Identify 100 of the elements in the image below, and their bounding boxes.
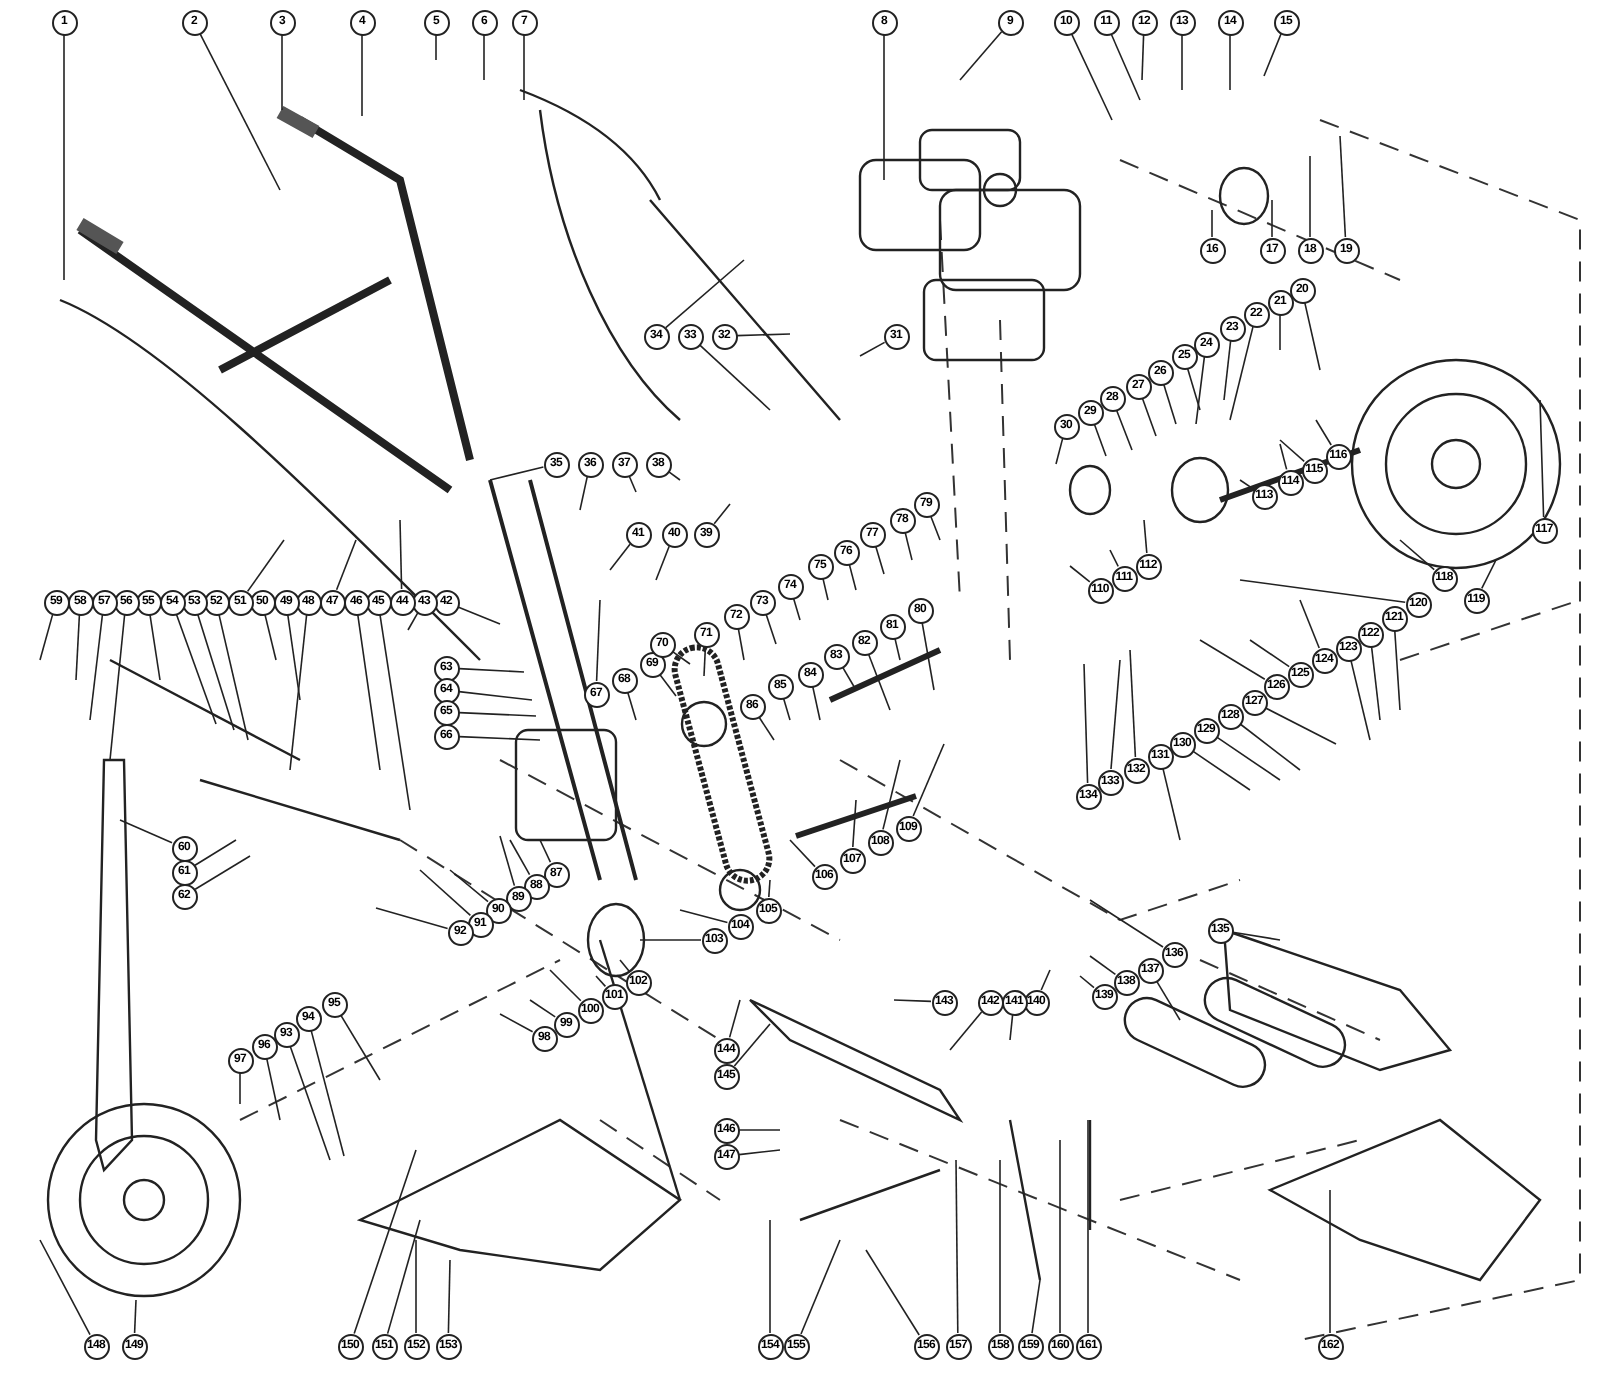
leader-line: [529, 999, 556, 1018]
leader-line: [800, 1239, 841, 1335]
leader-line: [1263, 33, 1282, 77]
leader-line: [852, 799, 857, 848]
leader-line: [627, 691, 637, 721]
leader-line: [665, 259, 745, 329]
leader-line: [415, 1239, 417, 1334]
leader-line: [549, 969, 582, 1002]
leader-line: [769, 1219, 771, 1334]
leader-line: [1195, 356, 1206, 425]
leader-line: [1271, 199, 1273, 238]
leader-line: [310, 1029, 345, 1157]
leader-line: [655, 545, 670, 581]
leader-line: [1155, 980, 1181, 1021]
leader-line: [912, 743, 945, 817]
leader-line: [736, 333, 791, 337]
leader-line: [435, 34, 437, 61]
leader-line: [930, 515, 941, 541]
leader-line: [841, 666, 857, 691]
leader-line: [499, 835, 516, 887]
leader-line: [133, 1299, 137, 1334]
leader-line: [628, 475, 637, 493]
leader-line: [1216, 736, 1281, 781]
leader-line: [1093, 423, 1107, 457]
leader-line: [1079, 975, 1095, 989]
leader-line: [109, 614, 126, 761]
leader-line: [1089, 899, 1164, 948]
leader-line: [1089, 955, 1117, 976]
leader-line: [671, 650, 691, 665]
leader-line: [199, 32, 281, 191]
leader-line: [904, 531, 913, 561]
leader-line: [1059, 1139, 1061, 1334]
leader-line: [1163, 383, 1177, 425]
leader-line: [357, 614, 381, 771]
leader-line: [1329, 1189, 1331, 1334]
leader-line: [1239, 723, 1301, 771]
leader-line: [792, 597, 801, 621]
leader-line: [39, 1239, 91, 1336]
leader-line: [782, 697, 791, 721]
leader-line: [1192, 750, 1251, 791]
leader-line: [194, 839, 237, 866]
leader-line: [447, 1259, 451, 1334]
leader-line: [1110, 659, 1121, 770]
leader-line: [1539, 399, 1545, 518]
leader-line: [335, 539, 357, 591]
leader-line: [457, 606, 501, 625]
leader-line: [698, 344, 771, 411]
leader-line: [175, 613, 217, 725]
leader-line: [1315, 419, 1332, 446]
leader-line: [1481, 559, 1497, 590]
leader-line: [789, 839, 816, 868]
leader-line: [1229, 325, 1254, 421]
leader-line: [1070, 33, 1113, 121]
leader-line: [679, 909, 729, 924]
leader-line: [375, 907, 449, 930]
leader-line: [509, 839, 531, 876]
leader-line: [1339, 135, 1347, 238]
leader-line: [1264, 707, 1337, 745]
leader-line: [1394, 630, 1401, 711]
leader-line: [1229, 34, 1231, 91]
leader-line: [959, 31, 1003, 81]
leader-line: [39, 613, 54, 661]
leader-line: [859, 341, 886, 357]
leader-line: [1399, 539, 1435, 571]
leader-line: [379, 614, 411, 811]
leader-line: [1040, 969, 1051, 991]
leader-line: [1087, 1119, 1089, 1334]
leader-line: [738, 1149, 781, 1156]
leader-line: [1350, 659, 1371, 741]
leader-line: [1232, 931, 1281, 941]
leader-line: [1162, 767, 1181, 841]
leader-line: [848, 563, 857, 591]
leader-line: [449, 869, 489, 903]
leader-line: [1181, 34, 1183, 91]
leader-line: [765, 613, 777, 645]
leader-line: [1031, 1279, 1041, 1334]
leader-line: [1109, 549, 1119, 568]
leader-line: [865, 1249, 920, 1336]
leader-line: [1223, 340, 1232, 401]
leader-line: [1279, 314, 1281, 351]
leader-line: [419, 869, 472, 917]
leader-line: [1069, 565, 1091, 583]
leader-line: [758, 716, 775, 741]
leader-line: [659, 673, 677, 697]
leader-line: [1115, 409, 1133, 451]
leader-line: [595, 599, 601, 682]
leader-line: [523, 34, 525, 101]
leader-line: [539, 839, 552, 863]
leader-line: [119, 819, 173, 844]
leader-line: [458, 690, 533, 701]
leader-line: [458, 711, 537, 717]
leader-line: [458, 735, 541, 741]
leader-line: [1239, 479, 1254, 490]
leader-line: [737, 628, 745, 661]
leader-line: [483, 34, 485, 81]
leader-line: [595, 975, 607, 988]
leader-line: [1249, 639, 1290, 668]
leader-line: [1110, 33, 1141, 101]
leader-line: [1055, 437, 1064, 465]
leader-line: [882, 759, 901, 831]
